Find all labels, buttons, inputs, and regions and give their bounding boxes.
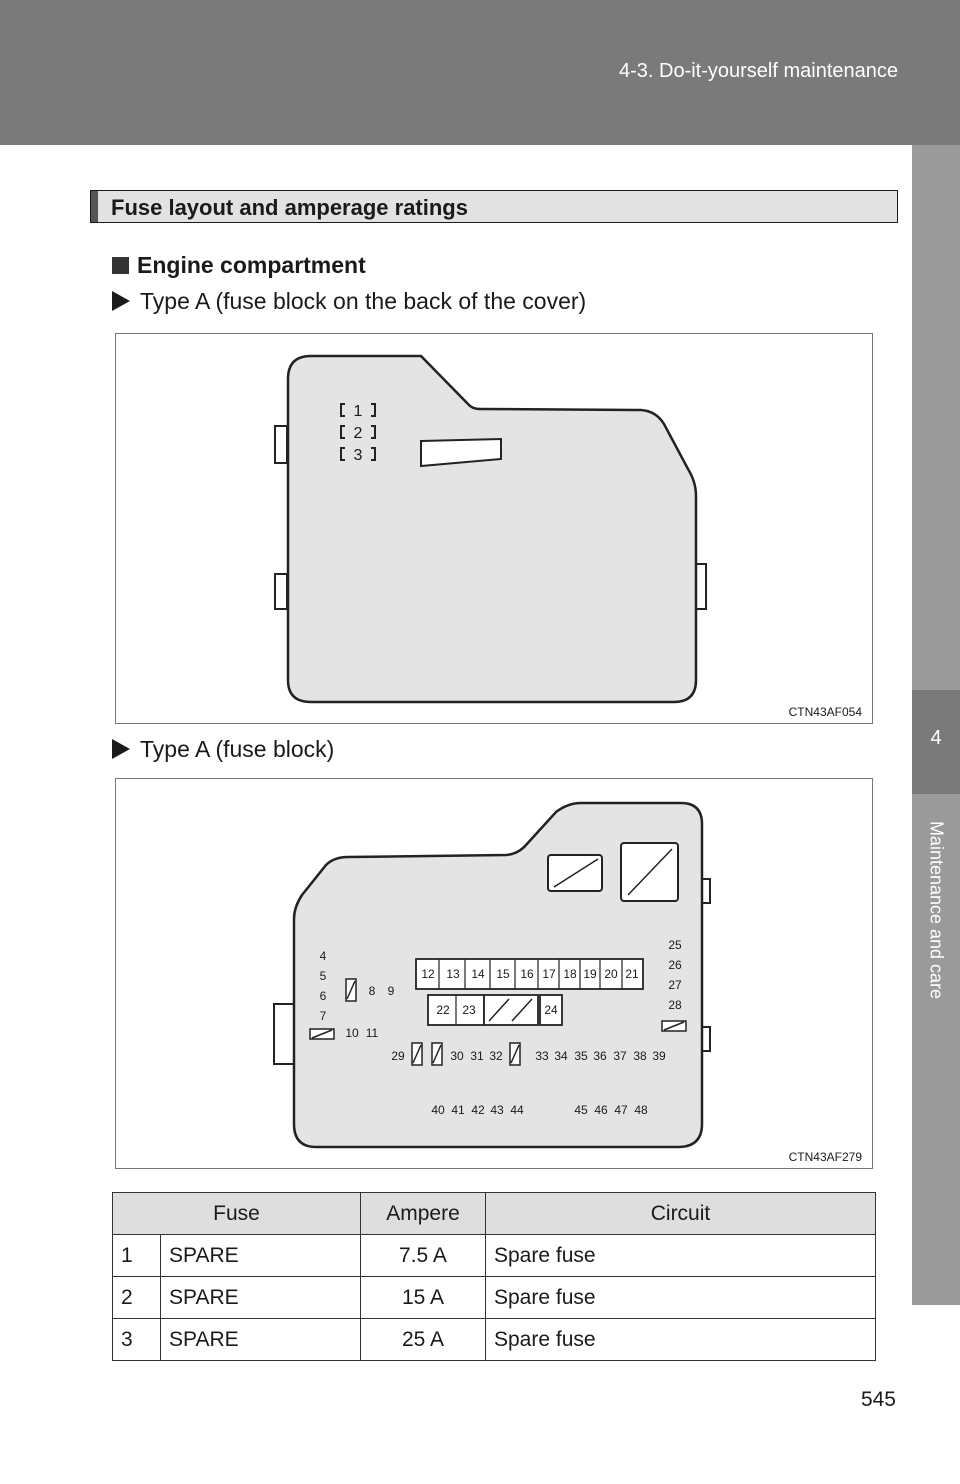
fuse-33-label: 33 [535, 1049, 549, 1063]
fuse-15-label: 15 [496, 967, 510, 981]
section-title: Fuse layout and amperage ratings [90, 190, 898, 223]
fuse-16-label: 16 [520, 967, 534, 981]
fuse-35-label: 35 [574, 1049, 588, 1063]
table-row: 2 SPARE 15 A Spare fuse [112, 1276, 876, 1319]
square-bullet-icon [112, 257, 129, 274]
chapter-label: Maintenance and care [926, 820, 947, 1000]
fuse-5-label: 5 [320, 969, 327, 983]
figure-id: CTN43AF054 [788, 705, 862, 719]
figure1-caption: Type A (fuse block on the back of the co… [140, 288, 587, 314]
fuse-number: 2 [112, 1276, 161, 1319]
fuse-cover-drawing: 1 2 3 [274, 354, 707, 704]
page-number: 545 [860, 1388, 896, 1411]
fuse-21-label: 21 [625, 967, 639, 981]
fuse-25-label: 25 [668, 938, 682, 952]
subsection-title: Engine compartment [137, 252, 366, 278]
fuse-6-label: 6 [320, 989, 327, 1003]
fuse-12-label: 12 [421, 967, 435, 981]
fuse-38-label: 38 [633, 1049, 647, 1063]
fuse-22-label: 22 [436, 1003, 450, 1017]
fuse-29-label: 29 [391, 1049, 405, 1063]
fuse-23-label: 23 [462, 1003, 476, 1017]
fuse-name: SPARE [160, 1318, 361, 1361]
fuse-10-label: 10 [345, 1026, 359, 1040]
fuse-47-label: 47 [614, 1103, 628, 1117]
fuse-ampere: 15 A [360, 1276, 486, 1319]
fuse-36-label: 36 [593, 1049, 607, 1063]
arrow-right-icon [112, 739, 130, 759]
fuse-37-label: 37 [613, 1049, 627, 1063]
fuse-42-label: 42 [471, 1103, 485, 1117]
fuse-circuit: Spare fuse [485, 1318, 876, 1361]
fuse-3-label: 3 [354, 447, 363, 464]
fuse-28-label: 28 [668, 998, 682, 1012]
col-circuit: Circuit [485, 1192, 876, 1235]
figure-fuse-block: 4 5 6 7 8 9 10 11 12 13 14 15 16 17 18 1… [115, 778, 873, 1169]
col-fuse: Fuse [112, 1192, 361, 1235]
fuse-circuit: Spare fuse [485, 1276, 876, 1319]
fuse-17-label: 17 [542, 967, 556, 981]
fuse-4-label: 4 [320, 949, 327, 963]
fuse-32-label: 32 [489, 1049, 503, 1063]
fuse-circuit: Spare fuse [485, 1234, 876, 1277]
page-header: 4-3. Do-it-yourself maintenance [0, 0, 960, 145]
figure2-caption: Type A (fuse block) [140, 736, 335, 762]
fuse-27-label: 27 [668, 978, 682, 992]
table-row: 1 SPARE 7.5 A Spare fuse [112, 1234, 876, 1277]
fuse-48-label: 48 [634, 1103, 648, 1117]
fuse-name: SPARE [160, 1276, 361, 1319]
figure-id: CTN43AF279 [788, 1150, 862, 1164]
fuse-number: 1 [112, 1234, 161, 1277]
fuse-31-label: 31 [470, 1049, 484, 1063]
fuse-30-label: 30 [450, 1049, 464, 1063]
fuse-34-label: 34 [554, 1049, 568, 1063]
fuse-39-label: 39 [652, 1049, 666, 1063]
fuse-11-label: 11 [366, 1026, 379, 1040]
fuse-2-label: 2 [354, 425, 363, 442]
fuse-7-label: 7 [320, 1009, 327, 1023]
chapter-tab: 4 [912, 690, 960, 794]
fuse-45-label: 45 [574, 1103, 588, 1117]
fuse-20-label: 20 [604, 967, 618, 981]
fuse-8-label: 8 [369, 984, 376, 998]
fuse-26-label: 26 [668, 958, 682, 972]
fuse-18-label: 18 [563, 967, 577, 981]
fuse-name: SPARE [160, 1234, 361, 1277]
fuse-13-label: 13 [446, 967, 460, 981]
fuse-19-label: 19 [583, 967, 597, 981]
figure-fuse-cover: 1 2 3 CTN43AF054 [115, 333, 873, 724]
breadcrumb: 4-3. Do-it-yourself maintenance [618, 60, 898, 82]
fuse-9-label: 9 [388, 984, 395, 998]
fuse-46-label: 46 [594, 1103, 608, 1117]
table-row: 3 SPARE 25 A Spare fuse [112, 1318, 876, 1361]
fuse-ampere: 25 A [360, 1318, 486, 1361]
figure1-caption-line: Type A (fuse block on the back of the co… [112, 288, 586, 315]
subsection-heading: Engine compartment [112, 252, 366, 279]
table-header-row: Fuse Ampere Circuit [112, 1192, 876, 1235]
fuse-number: 3 [112, 1318, 161, 1361]
col-ampere: Ampere [360, 1192, 486, 1235]
fuse-14-label: 14 [471, 967, 485, 981]
fuse-43-label: 43 [490, 1103, 504, 1117]
fuse-table: Fuse Ampere Circuit 1 SPARE 7.5 A Spare … [112, 1192, 876, 1361]
fuse-41-label: 41 [451, 1103, 465, 1117]
arrow-right-icon [112, 291, 130, 311]
figure2-caption-line: Type A (fuse block) [112, 736, 334, 763]
fuse-1-label: 1 [354, 403, 363, 420]
fuse-24-label: 24 [544, 1003, 558, 1017]
fuse-40-label: 40 [431, 1103, 445, 1117]
fuse-44-label: 44 [510, 1103, 524, 1117]
fuse-ampere: 7.5 A [360, 1234, 486, 1277]
section-title-text: Fuse layout and amperage ratings [111, 195, 468, 220]
fuse-block-drawing: 4 5 6 7 8 9 10 11 12 13 14 15 16 17 18 1… [273, 801, 711, 1149]
